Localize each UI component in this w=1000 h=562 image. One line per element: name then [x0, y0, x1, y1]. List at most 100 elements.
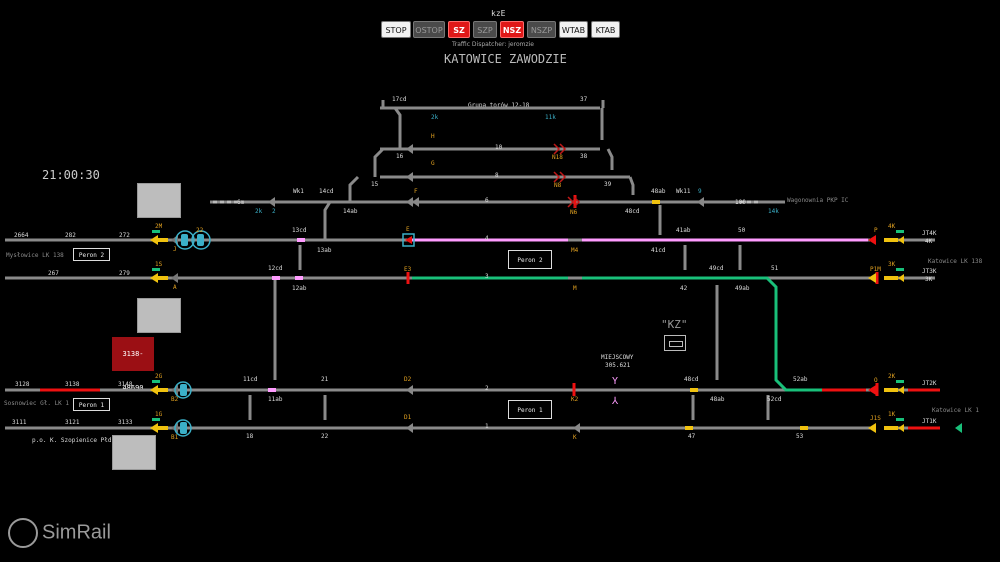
switch-15: 15 [371, 181, 379, 188]
sz-button[interactable]: SZ [448, 21, 470, 38]
switch-13ab: 13ab [317, 247, 332, 254]
switch-18: 18 [246, 433, 254, 440]
sig-1g: 1G [155, 411, 163, 418]
switch-53: 53 [796, 433, 804, 440]
nszp-button[interactable]: NSZP [527, 21, 556, 38]
sig-j1s: J1S [870, 415, 881, 422]
block-3148: 3148 [118, 381, 133, 388]
sig-o: O [874, 377, 878, 384]
sig-k: K [573, 434, 577, 441]
dispatcher-name: Traffic Dispatcher: jeromzie [452, 41, 534, 48]
sig-22: 22 [196, 227, 204, 234]
switch-52ab: 52ab [793, 376, 808, 383]
switch-17cd: 17cd [392, 96, 407, 103]
sig-2k-top: 2k [431, 114, 439, 121]
block-267: 267 [48, 270, 59, 277]
switch-16: 16 [396, 153, 404, 160]
switch-38: 38 [580, 153, 588, 160]
block-jt4k: JT4K [922, 230, 937, 237]
sig-14k: 14k [768, 208, 779, 215]
local-switch-icon-lower[interactable]: ⅄ [611, 396, 619, 407]
sig-j: J [173, 246, 177, 253]
dir-myslowice: Mysłowice LK 138 [6, 252, 64, 259]
block-3111: 3111 [12, 419, 27, 426]
red-chevrons [553, 143, 581, 208]
right-signals[interactable] [868, 230, 962, 433]
track-4: 4 [485, 235, 489, 242]
axle-counters [174, 230, 211, 437]
sig-b2: B2 [171, 396, 179, 403]
track-1: 1 [485, 423, 489, 430]
track-10: 10 [495, 144, 503, 151]
camera-panel-bottom[interactable] [112, 435, 156, 470]
sig-2k-blue: 2k [255, 208, 263, 215]
sig-2m: 2M [155, 223, 163, 230]
kz-box[interactable] [664, 335, 686, 351]
camera-panel-mid[interactable] [137, 298, 181, 333]
switch-13cd: 13cd [292, 227, 307, 234]
sig-rp-4k: 4K [888, 223, 896, 230]
sig-e3: E3 [404, 266, 412, 273]
block-3k: 3K [925, 276, 933, 283]
simrail-logo-icon [8, 518, 38, 548]
wtab-button[interactable]: WTAB [559, 21, 588, 38]
platform-peron2-mid: Peron 2 [508, 250, 552, 269]
local-switch-icon[interactable]: Y [612, 376, 618, 387]
sig-n6: N6 [570, 209, 578, 216]
sig-d1: D1 [404, 414, 412, 421]
mid-signals[interactable] [268, 144, 704, 433]
track-3: 3 [485, 273, 489, 280]
platform-peron1-mid: Peron 1 [508, 400, 552, 419]
simrail-logo-text: SimRail [42, 521, 111, 544]
km-label: 305.621 [605, 362, 631, 369]
dir-katowice-1: Katowice LK 1 [932, 407, 979, 414]
sig-rp-1k: 1K [888, 411, 896, 418]
sig-k2: K2 [571, 396, 579, 403]
nsz-button[interactable]: NSZ [500, 21, 524, 38]
switch-11cd: 11cd [243, 376, 258, 383]
block-3121: 3121 [65, 419, 80, 426]
switch-11ab: 11ab [268, 396, 283, 403]
sig-11k: 11k [545, 114, 556, 121]
block-3133: 3133 [118, 419, 133, 426]
block-jt3k: JT3K [922, 268, 937, 275]
grupa-label: Grupa torów 12-18 [468, 102, 530, 109]
track-100: 100 [735, 199, 746, 206]
block-3128: 3128 [15, 381, 30, 388]
camera-panel-top[interactable] [137, 183, 181, 218]
dir-wagonownia: Wagonownia PKP IC [787, 197, 849, 204]
signal-e-box[interactable] [402, 233, 415, 247]
ostop-button[interactable]: OSTOP [413, 21, 445, 38]
stop-button[interactable]: STOP [381, 21, 411, 38]
sig-n18: N18 [552, 154, 563, 161]
sig-g: G [431, 160, 435, 167]
block-jt1k: JT1K [922, 418, 937, 425]
switch-21: 21 [321, 376, 329, 383]
switch-49cd: 49cd [709, 265, 724, 272]
sig-e: E [406, 226, 410, 233]
switch-48cd-top: 48cd [625, 208, 640, 215]
switch-50: 50 [738, 227, 746, 234]
switch-14ab: 14ab [343, 208, 358, 215]
platform-peron2-left: Peron 2 [73, 248, 110, 261]
switch-42: 42 [680, 285, 688, 292]
szp-button[interactable]: SZP [473, 21, 497, 38]
switch-12cd: 12cd [268, 265, 283, 272]
block-279: 279 [119, 270, 130, 277]
sig-m: M [573, 285, 577, 292]
kz-label: "KZ" [661, 318, 688, 331]
sig-f: F [414, 188, 418, 195]
block-2664: 2664 [14, 232, 29, 239]
sig-b1: B1 [171, 434, 179, 441]
train-number-badge[interactable]: 3138-48690 [112, 337, 154, 392]
switch-48ab-top: 48ab [651, 188, 666, 195]
sig-2: 2 [272, 208, 276, 215]
track-6m: 6m [237, 199, 245, 206]
miejscowy-label: MIEJSCOWY [601, 354, 634, 361]
switch-37: 37 [580, 96, 588, 103]
switch-51: 51 [771, 265, 779, 272]
signal-e-icon[interactable] [405, 236, 412, 244]
ktab-button[interactable]: KTAB [591, 21, 620, 38]
sig-rp-3k: 3K [888, 261, 896, 268]
